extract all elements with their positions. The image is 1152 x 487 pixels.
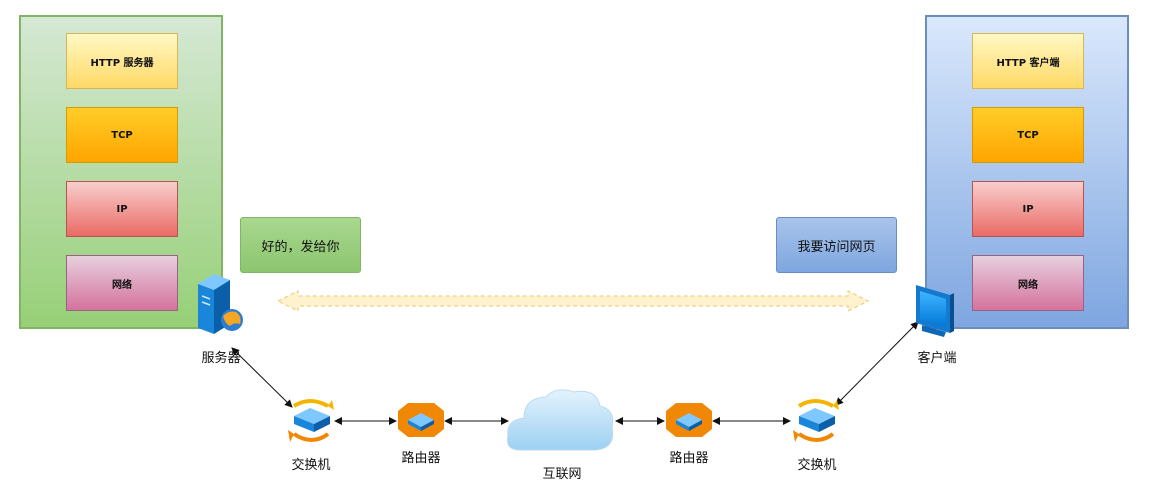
link-switch-client xyxy=(835,321,919,406)
client-http-layer: HTTP 客户端 xyxy=(972,33,1084,89)
reply-message: 好的，发给你 xyxy=(240,217,361,273)
router-icon-left xyxy=(398,403,444,437)
switch-icon-left xyxy=(288,399,334,442)
router-icon-right xyxy=(666,403,712,437)
monitor-icon xyxy=(916,285,954,337)
link-server-switch xyxy=(231,347,293,408)
switch-right-label: 交换机 xyxy=(797,458,837,473)
router-left-label: 路由器 xyxy=(401,451,441,466)
client-network-layer: 网络 xyxy=(972,255,1084,311)
server-http-layer: HTTP 服务器 xyxy=(66,33,178,89)
data-flow-arrow xyxy=(276,290,870,312)
server-ip-layer: IP xyxy=(66,181,178,237)
client-label: 客户端 xyxy=(917,351,957,366)
server-network-layer: 网络 xyxy=(66,255,178,311)
client-ip-layer: IP xyxy=(972,181,1084,237)
client-tcp-layer: TCP xyxy=(972,107,1084,163)
request-message: 我要访问网页 xyxy=(776,217,897,273)
switch-icon-right xyxy=(793,399,839,442)
router-right-label: 路由器 xyxy=(669,451,709,466)
cloud-icon xyxy=(507,389,614,451)
client-protocol-stack: HTTP 客户端 TCP IP 网络 xyxy=(925,15,1129,329)
server-label: 服务器 xyxy=(201,351,241,366)
server-icon xyxy=(198,274,243,334)
server-tcp-layer: TCP xyxy=(66,107,178,163)
server-protocol-stack: HTTP 服务器 TCP IP 网络 xyxy=(19,15,223,329)
switch-left-label: 交换机 xyxy=(291,458,331,473)
internet-label: 互联网 xyxy=(542,467,582,482)
